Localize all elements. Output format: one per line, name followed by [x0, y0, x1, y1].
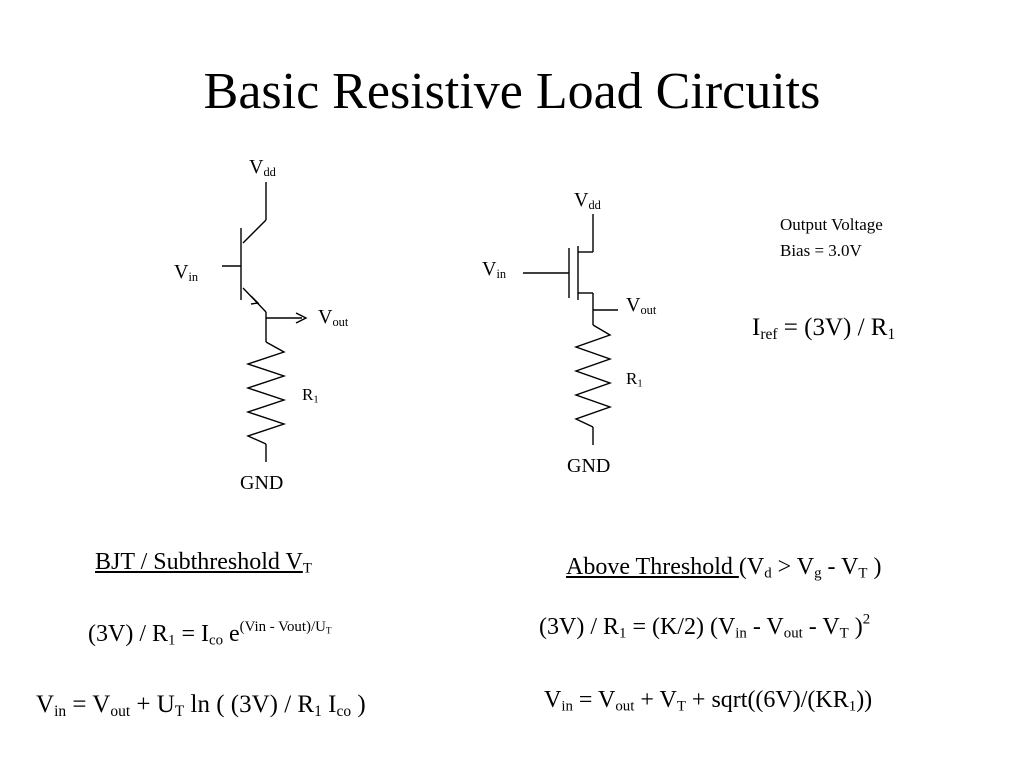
- bjt-current-equation: (3V) / R1 = Ico e(Vin - Vout)/UT: [88, 618, 332, 649]
- mos-vdd-label: Vdd: [574, 189, 601, 213]
- above-vin-equation: Vin = Vout + VT + sqrt((6V)/(KR1)): [544, 687, 873, 715]
- bjt-vin-label: Vin: [174, 261, 199, 285]
- iref-equation: Iref = (3V) / R1: [752, 314, 896, 343]
- output-voltage-note: Output Voltage: [780, 215, 883, 234]
- mos-gnd-label: GND: [567, 455, 611, 477]
- bjt-vdd-label: Vdd: [249, 156, 276, 180]
- bjt-output-arrowhead: [295, 312, 308, 324]
- bjt-emitter-arrow: [250, 295, 260, 305]
- bjt-gnd-label: GND: [240, 472, 284, 494]
- above-section-heading: Above Threshold (Vd > Vg - VT ): [566, 554, 882, 582]
- bjt-section-heading: BJT / Subthreshold VT: [95, 549, 312, 577]
- bjt-circuit-drawing: [222, 182, 308, 462]
- bjt-vin-equation: Vin = Vout + UT ln ( (3V) / R1 Ico ): [36, 691, 366, 720]
- slide-title: Basic Resistive Load Circuits: [203, 63, 821, 120]
- mos-resistor: [573, 324, 613, 428]
- bjt-collector-lead: [242, 219, 267, 244]
- mos-vout-label: Vout: [626, 294, 657, 318]
- bjt-r1-label: R1: [302, 385, 319, 406]
- bjt-resistor: [245, 341, 287, 445]
- above-current-equation: (3V) / R1 = (K/2) (Vin - Vout - VT )2: [539, 611, 871, 642]
- mos-vin-label: Vin: [482, 258, 507, 282]
- bias-note: Bias = 3.0V: [780, 241, 862, 260]
- bjt-vout-label: Vout: [318, 306, 349, 330]
- mos-r1-label: R1: [626, 369, 643, 390]
- mos-circuit-drawing: [523, 214, 618, 445]
